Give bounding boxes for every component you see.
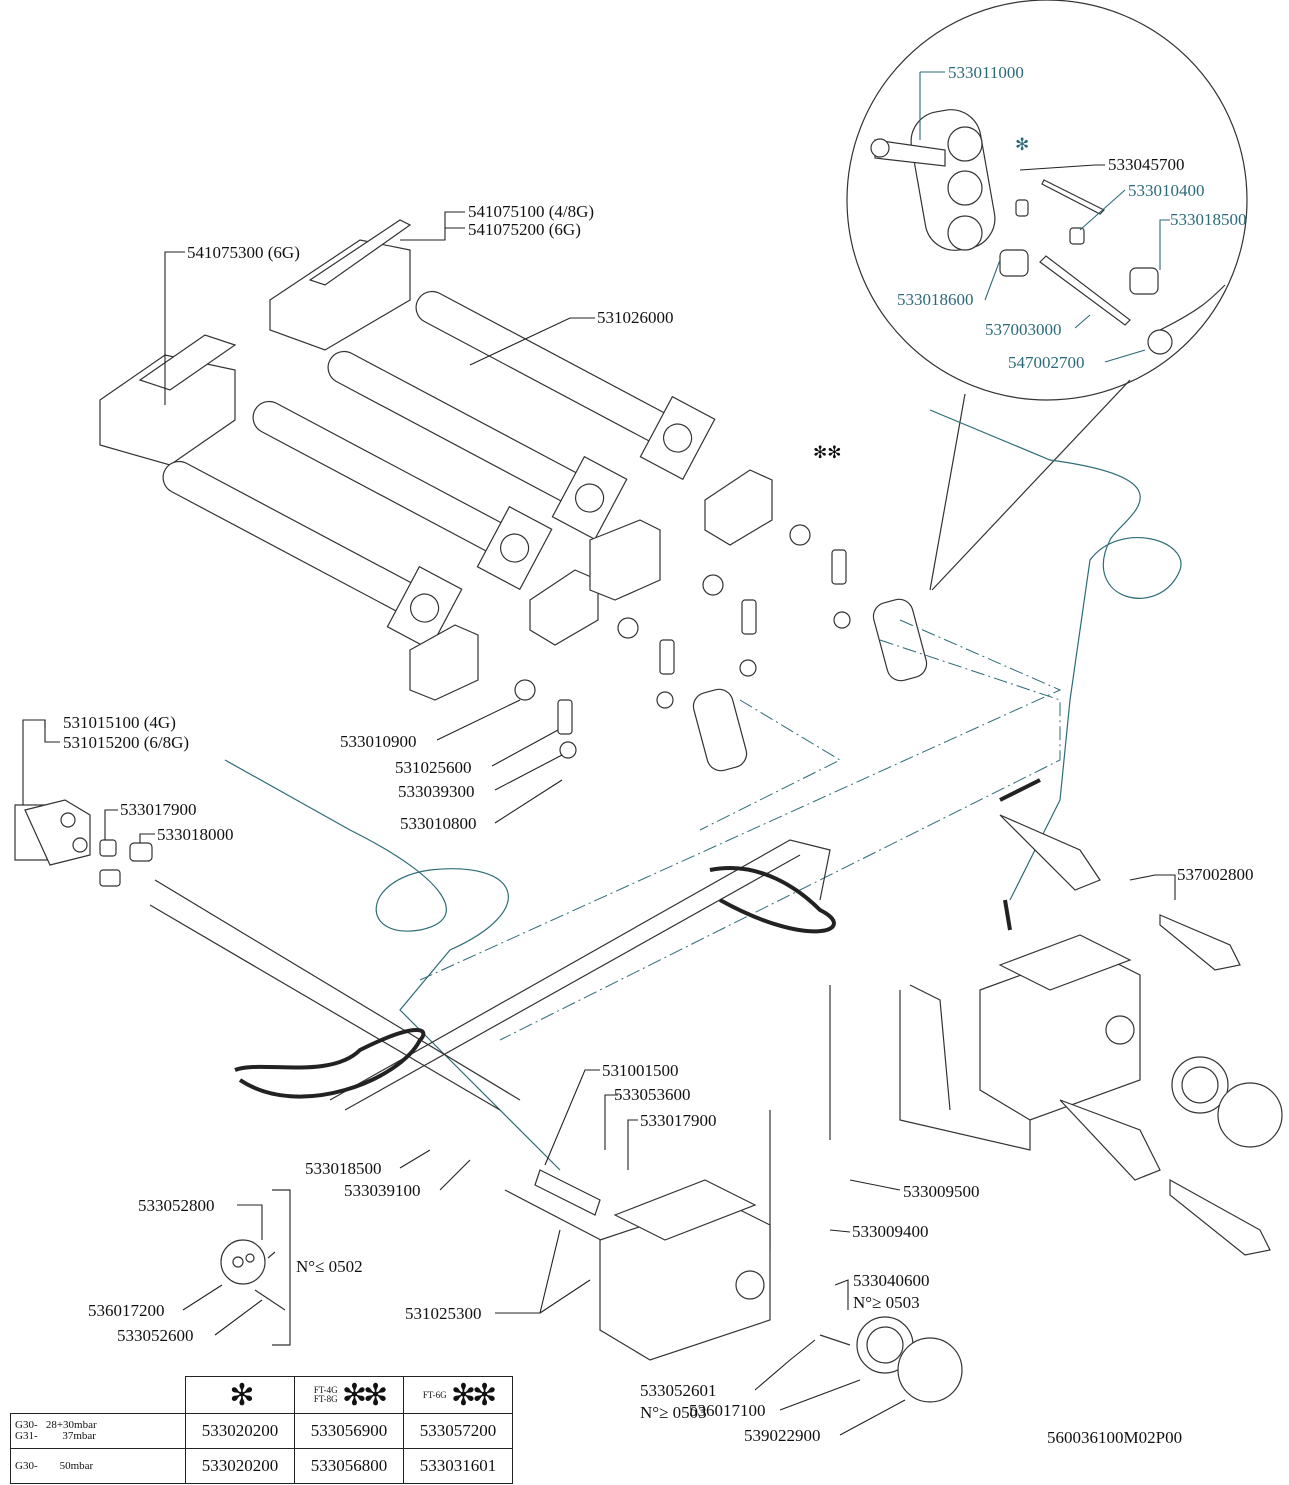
label-536017100: 536017100 (689, 1401, 766, 1420)
label-531015200: 531015200 (6/8G) (63, 733, 189, 752)
label-537003000: 537003000 (985, 320, 1062, 339)
gas-type-legend-table: ✻ FT-4G FT-8G ✻✻ FT-6G ✻✻ G30- 28+30mbar… (10, 1376, 513, 1484)
label-536017200: 536017200 (88, 1301, 165, 1320)
label-533010900: 533010900 (340, 732, 417, 751)
legend-gas-line: G31- 37mbar (15, 1430, 96, 1442)
label-533017900-left: 533017900 (120, 800, 197, 819)
label-533011000: 533011000 (948, 63, 1024, 82)
single-asterisk-symbol: ✻ (1015, 135, 1029, 154)
legend-code-cell: 533056900 (294, 1413, 404, 1449)
burner-brackets (99, 219, 412, 466)
label-533045700: 533045700 (1108, 155, 1185, 174)
gas-valve-right (979, 814, 1283, 1256)
legend-header-ft6g: FT-6G ✻✻ (403, 1376, 513, 1414)
knob-detail (220, 1189, 291, 1346)
document-id: 560036100M02P00 (1047, 1428, 1183, 1447)
legend-header-row: ✻ FT-4G FT-8G ✻✻ FT-6G ✻✻ (11, 1376, 513, 1414)
label-541075300: 541075300 (6G) (187, 243, 300, 262)
single-asterisk-icon: ✻ (229, 1378, 254, 1412)
legend-model-list: FT-4G FT-8G (314, 1386, 338, 1404)
leader-lines (22, 71, 1176, 1436)
legend-model-ft4g: FT-4G (313, 1385, 338, 1395)
double-asterisk-icon: ✻✻ (450, 1378, 497, 1412)
label-533052600: 533052600 (117, 1326, 194, 1345)
label-531026000: 531026000 (597, 308, 674, 327)
label-533018500-main: 533018500 (305, 1159, 382, 1178)
label-533018500-callout: 533018500 (1170, 210, 1247, 229)
label-serial-ge-0503-b: N°≥ 0503 (640, 1403, 707, 1422)
label-539022900: 539022900 (744, 1426, 821, 1445)
legend-code-cell: 533057200 (403, 1413, 513, 1449)
legend-header-single: ✻ (185, 1376, 295, 1414)
thermocouple-leads (224, 409, 1182, 1171)
legend-gas-cell: G30- 28+30mbar G31- 37mbar (10, 1413, 186, 1449)
gas-pipework (149, 778, 1041, 1331)
label-533010800: 533010800 (400, 814, 477, 833)
label-537002800: 537002800 (1177, 865, 1254, 884)
label-533040600: 533040600 (853, 1271, 930, 1290)
label-533009400: 533009400 (852, 1222, 929, 1241)
legend-code-cell: 533031601 (403, 1448, 513, 1484)
label-533052800: 533052800 (138, 1196, 215, 1215)
label-serial-ge-0503-a: N°≥ 0503 (853, 1293, 920, 1312)
legend-code-cell: 533056800 (294, 1448, 404, 1484)
burner-tubes (162, 290, 716, 651)
label-serial-le-0502: N°≤ 0502 (296, 1257, 363, 1276)
legend-header-ft4g-ft8g: FT-4G FT-8G ✻✻ (294, 1376, 404, 1414)
label-547002700: 547002700 (1008, 353, 1085, 372)
legend-gas-cell: G30- 50mbar (10, 1448, 186, 1484)
label-533053600: 533053600 (614, 1085, 691, 1104)
label-533018600: 533018600 (897, 290, 974, 309)
double-asterisk-symbol: ✻✻ (813, 443, 842, 462)
label-541075200: 541075200 (6G) (468, 220, 581, 239)
label-533039100: 533039100 (344, 1181, 421, 1200)
legend-gas-line: G30- 28+30mbar (15, 1419, 97, 1431)
label-533017900-right: 533017900 (640, 1111, 717, 1130)
label-533018000: 533018000 (157, 825, 234, 844)
legend-model-ft6g: FT-6G (422, 1389, 447, 1400)
legend-row: G30- 28+30mbar G31- 37mbar 533020200 533… (10, 1413, 513, 1449)
double-asterisk-icon: ✻✻ (341, 1378, 388, 1412)
legend-row: G30- 50mbar 533020200 533056800 53303160… (10, 1448, 513, 1484)
gas-valve-left (534, 1169, 963, 1403)
legend-model-ft8g: FT-8G (313, 1394, 338, 1404)
label-531025600: 531025600 (395, 758, 472, 777)
legend-code-cell: 533020200 (185, 1413, 295, 1449)
label-531001500: 531001500 (602, 1061, 679, 1080)
legend-corner (11, 1377, 186, 1414)
legend-code-cell: 533020200 (185, 1448, 295, 1484)
label-533010400: 533010400 (1128, 181, 1205, 200)
label-531015100: 531015100 (4G) (63, 713, 176, 732)
label-533052601: 533052601 (640, 1381, 717, 1400)
injector-fittings (14, 469, 928, 887)
label-531025300: 531025300 (405, 1304, 482, 1323)
detail-callout (846, 0, 1248, 591)
label-533039300: 533039300 (398, 782, 475, 801)
part-labels: 533011000 533045700 533010400 533018500 … (63, 63, 1254, 1445)
label-533009500: 533009500 (903, 1182, 980, 1201)
legend-gas-line: G30- 50mbar (15, 1459, 94, 1472)
label-541075100: 541075100 (4/8G) (468, 202, 594, 221)
